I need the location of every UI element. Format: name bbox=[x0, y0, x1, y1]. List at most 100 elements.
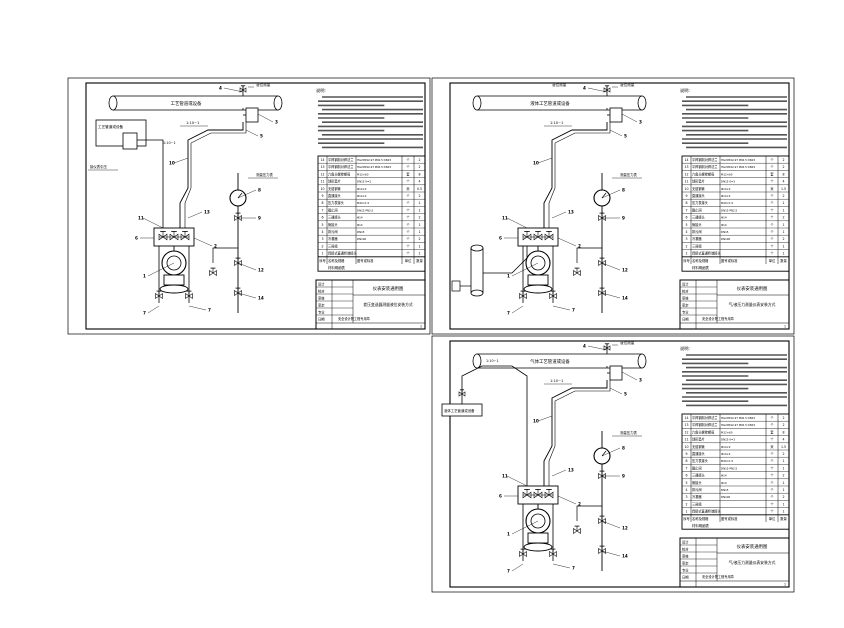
pressure-gauge-label: 测量压力表 bbox=[256, 172, 274, 177]
table-cell-unit: 个 bbox=[770, 223, 774, 227]
table-cell-qty: 2 bbox=[782, 416, 784, 420]
table-cell-no: 4 bbox=[321, 230, 323, 234]
table-header-spec: 图号或标准 bbox=[721, 516, 738, 521]
table-header-name: 名称及规格 bbox=[692, 258, 709, 263]
leader-number: 10 bbox=[533, 419, 539, 424]
leader-number: 12 bbox=[622, 526, 628, 531]
sheet-outer-frame bbox=[67, 77, 431, 335]
table-cell-name: 冷凝器 bbox=[692, 236, 702, 241]
table-cell-unit: 套 bbox=[770, 171, 774, 176]
leader-number: 9 bbox=[622, 216, 625, 221]
leader-number: 6 bbox=[499, 494, 502, 499]
title-block-label: 日期 bbox=[682, 574, 689, 579]
leader-line bbox=[237, 262, 257, 271]
title-block: 设计校对审核审定专业日期仪表安装通用图气/液压力测量仪表安装方式安全设计院工程专… bbox=[679, 279, 790, 330]
leader-line bbox=[557, 237, 577, 247]
table-cell-spec: Φ14×2 bbox=[721, 445, 731, 449]
table-cell-no: 11 bbox=[684, 438, 688, 442]
title-block-heading: 仪表安装通用图 bbox=[373, 285, 404, 292]
impulse-line-lp bbox=[137, 139, 164, 228]
table-cell-no: 3 bbox=[321, 237, 323, 241]
pressure-gauge-needle bbox=[601, 192, 607, 199]
slope-label-1: 1:10~1 bbox=[186, 121, 199, 125]
leader-number: 10 bbox=[533, 161, 539, 166]
table-cell-unit: 个 bbox=[770, 216, 774, 220]
table-cell-unit: 个 bbox=[406, 194, 410, 198]
condenser-pot bbox=[609, 365, 623, 381]
impulse-line-hp-outer bbox=[548, 380, 611, 486]
side-vessel bbox=[95, 119, 147, 147]
table-cell-qty: 1 bbox=[782, 510, 784, 514]
leader-line bbox=[621, 113, 638, 123]
table-cell-qty: 2 bbox=[782, 474, 784, 478]
table-cell-name: 平焊钢制对焊法兰 bbox=[328, 164, 354, 169]
leader-line bbox=[552, 305, 571, 311]
title-block: 设计校对审核审定专业日期仪表安装通用图气/液压力测量仪表安装方式安全设计院工程专… bbox=[679, 537, 790, 588]
side-vessel-label: 工艺管道或设备 bbox=[98, 124, 124, 129]
table-cell-unit: 个 bbox=[406, 230, 410, 234]
table-cell-spec: Φ14×2 bbox=[721, 194, 731, 198]
table-cell-name: 球形垫片 bbox=[328, 179, 341, 184]
leader-line bbox=[601, 520, 621, 529]
leader-line bbox=[537, 415, 553, 422]
table-cell-qty: 4 bbox=[418, 180, 420, 184]
table-cell-no: 7 bbox=[685, 208, 687, 212]
leader-number: 4 bbox=[583, 86, 586, 91]
table-cell-qty: 1 bbox=[782, 459, 784, 463]
title-block-label: 审定 bbox=[682, 560, 689, 565]
leader-number: 1 bbox=[507, 274, 510, 279]
sheet-outer-frame bbox=[431, 77, 795, 335]
table-cell-no: 10 bbox=[684, 445, 688, 449]
impulse-line-hp bbox=[543, 380, 608, 486]
table-cell-name: 直通接头 bbox=[692, 193, 706, 198]
transmitter-capsule bbox=[527, 532, 549, 544]
leader-number: 3 bbox=[639, 120, 642, 125]
table-cell-no: 2 bbox=[685, 244, 687, 248]
table-cell-no: 13 bbox=[684, 423, 688, 427]
leader-number: 11 bbox=[502, 216, 508, 221]
leader-line bbox=[621, 371, 638, 381]
table-cell-qty: 2 bbox=[782, 423, 784, 427]
table-cell-name: 直通接头 bbox=[328, 193, 342, 198]
table-cell-name: 管接头 bbox=[692, 222, 702, 227]
table-cell-qty: 4 bbox=[782, 438, 784, 442]
table-cell-spec: Φ14 bbox=[357, 223, 363, 227]
table-cell-qty: 2 bbox=[782, 216, 784, 220]
title-block-frame bbox=[679, 537, 790, 588]
table-cell-spec: DN15 bbox=[721, 230, 729, 234]
leader-number: 7 bbox=[507, 569, 510, 574]
title-block-label: 设计 bbox=[682, 281, 689, 286]
table-cell-no: 2 bbox=[321, 244, 323, 248]
sheet-outer-frame bbox=[431, 335, 795, 593]
table-cell-unit: 个 bbox=[770, 230, 774, 234]
leader-number: 14 bbox=[622, 296, 628, 301]
table-header-unit: 单位 bbox=[405, 258, 412, 263]
table-header-qty: 数量 bbox=[780, 258, 787, 263]
table-cell-spec: M12×60 bbox=[721, 430, 733, 434]
piping-diagram: 气体工艺管道或设备液位测量1:10~1液体工艺管道或设备1:10~177测量压力… bbox=[441, 340, 647, 574]
title-block-label: 审核 bbox=[318, 295, 325, 300]
table-cell-qty: 1 bbox=[782, 252, 784, 256]
table-cell-unit: 个 bbox=[406, 165, 410, 169]
title-block-frame bbox=[315, 279, 426, 330]
title-block-heading: 仪表安装通用图 bbox=[737, 543, 768, 550]
leader-line bbox=[511, 563, 524, 572]
table-cell-qty: 2 bbox=[782, 495, 784, 499]
leader-number: 13 bbox=[568, 468, 574, 473]
table-cell-name: 平焊钢制对焊法兰 bbox=[692, 415, 718, 420]
gauge-tee-line bbox=[576, 505, 602, 521]
table-cell-qty: 2 bbox=[782, 165, 784, 169]
table-cell-spec: M12×60 bbox=[721, 172, 733, 176]
table-header-unit: 单位 bbox=[769, 258, 776, 263]
table-cell-spec: Φ14 bbox=[721, 216, 727, 220]
table-cell-spec: DN15 bbox=[357, 230, 365, 234]
leader-line bbox=[188, 305, 207, 311]
table-cell-spec: Φ14×2 bbox=[721, 187, 731, 191]
table-cell-name: 无缝钢管 bbox=[328, 186, 341, 191]
top-tap-label: 液位测量 bbox=[256, 82, 271, 87]
table-cell-spec: DN100 bbox=[721, 237, 730, 241]
table-cell-name: 截止阀 bbox=[328, 207, 338, 212]
table-cell-no: 11 bbox=[684, 180, 688, 184]
leader-number: 8 bbox=[622, 188, 625, 193]
table-cell-unit: 套 bbox=[770, 429, 774, 434]
